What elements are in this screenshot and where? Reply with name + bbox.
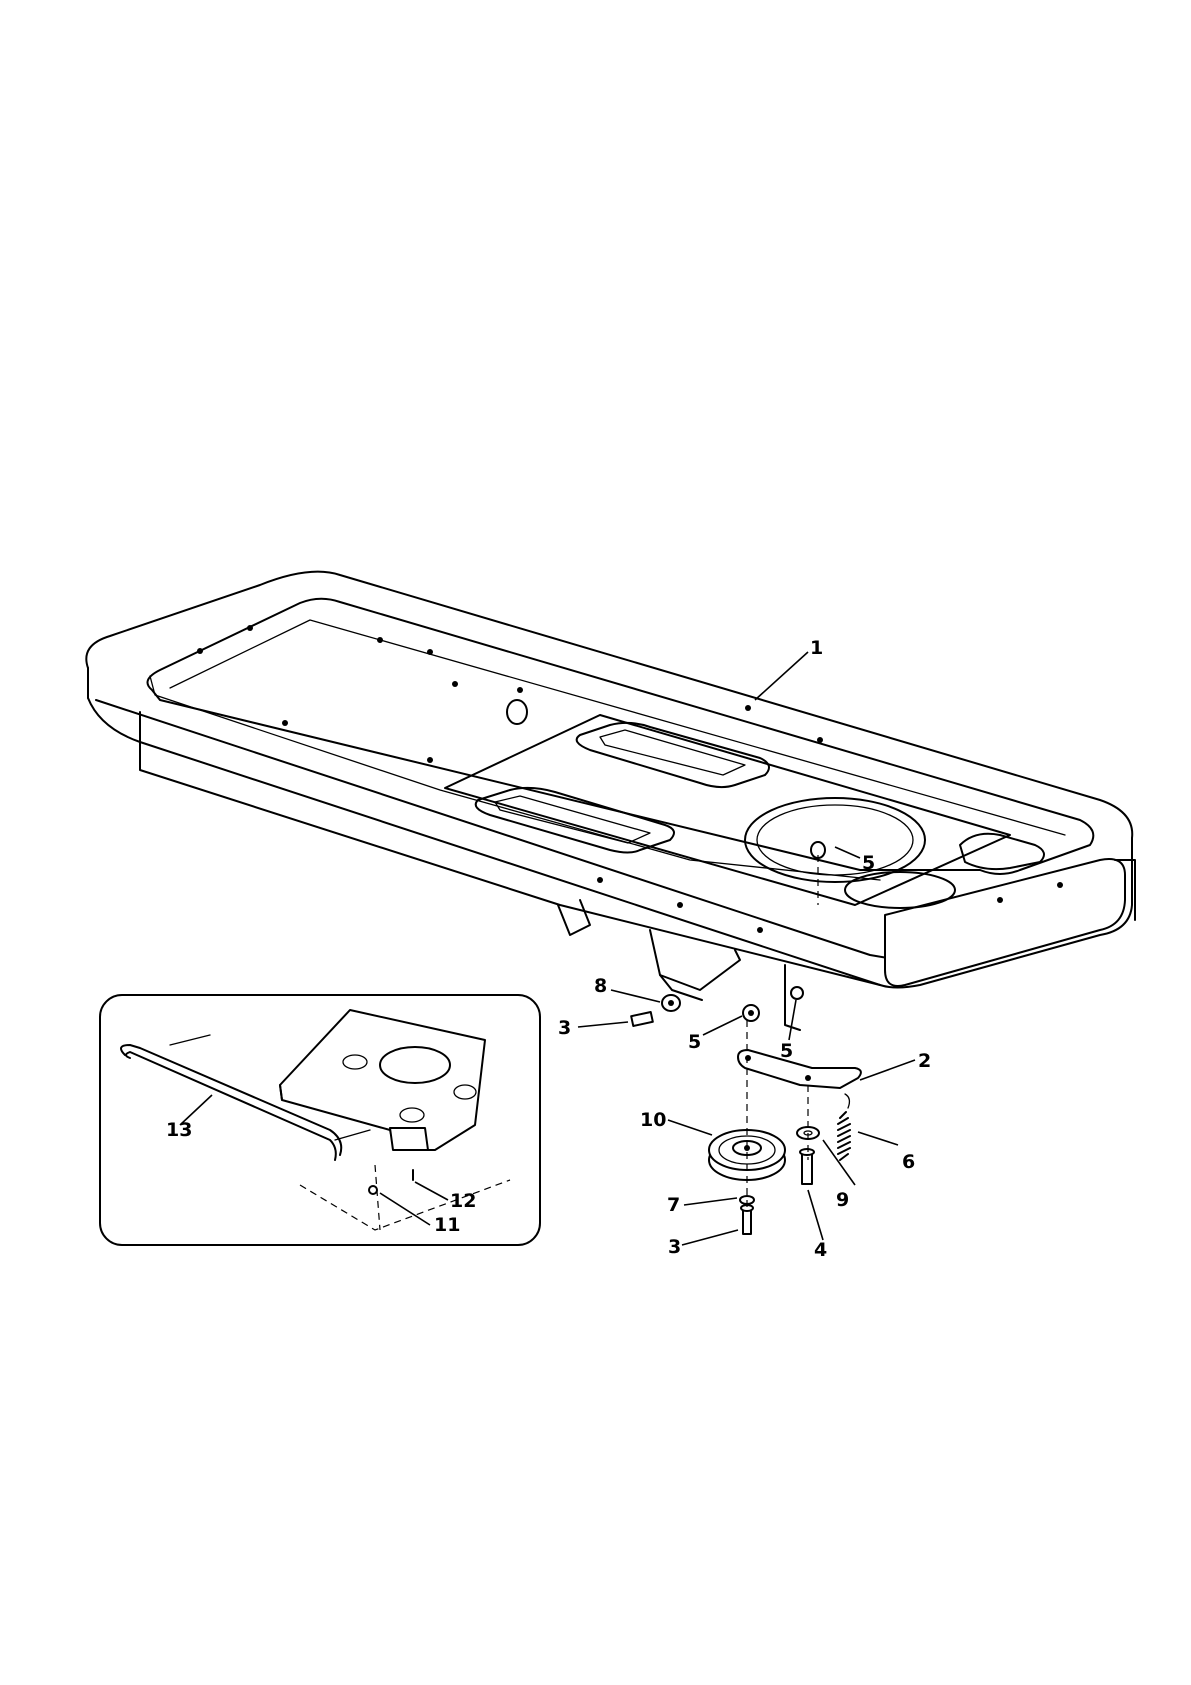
callout-11: 11	[434, 1214, 460, 1236]
callout-10: 10	[640, 1109, 666, 1131]
callout-5-frame: 5	[862, 852, 875, 874]
frame-assembly	[86, 572, 1135, 1030]
callout-1: 1	[810, 637, 823, 659]
part-3-bolt-lower	[741, 1205, 753, 1234]
part-5-nut-post	[791, 987, 803, 999]
callout-4: 4	[814, 1239, 827, 1261]
part-5-nut-left	[743, 1005, 759, 1021]
callout-5-right: 5	[780, 1040, 793, 1062]
part-3-bolt-upper	[631, 1012, 653, 1026]
part-6-spring	[838, 1094, 850, 1160]
callout-5-left: 5	[688, 1031, 701, 1053]
callout-6: 6	[902, 1151, 915, 1173]
callout-8: 8	[594, 975, 607, 997]
callout-13: 13	[166, 1119, 192, 1141]
callout-7: 7	[667, 1194, 680, 1216]
callout-3-upper: 3	[558, 1017, 571, 1039]
callout-2: 2	[918, 1050, 931, 1072]
part-2-idler-bracket	[738, 1050, 861, 1088]
callout-9: 9	[836, 1189, 849, 1211]
callout-12: 12	[450, 1190, 476, 1212]
part-4-shoulder-bolt	[800, 1149, 814, 1184]
part-8-spacer	[662, 995, 680, 1011]
callout-3-lower: 3	[668, 1236, 681, 1258]
